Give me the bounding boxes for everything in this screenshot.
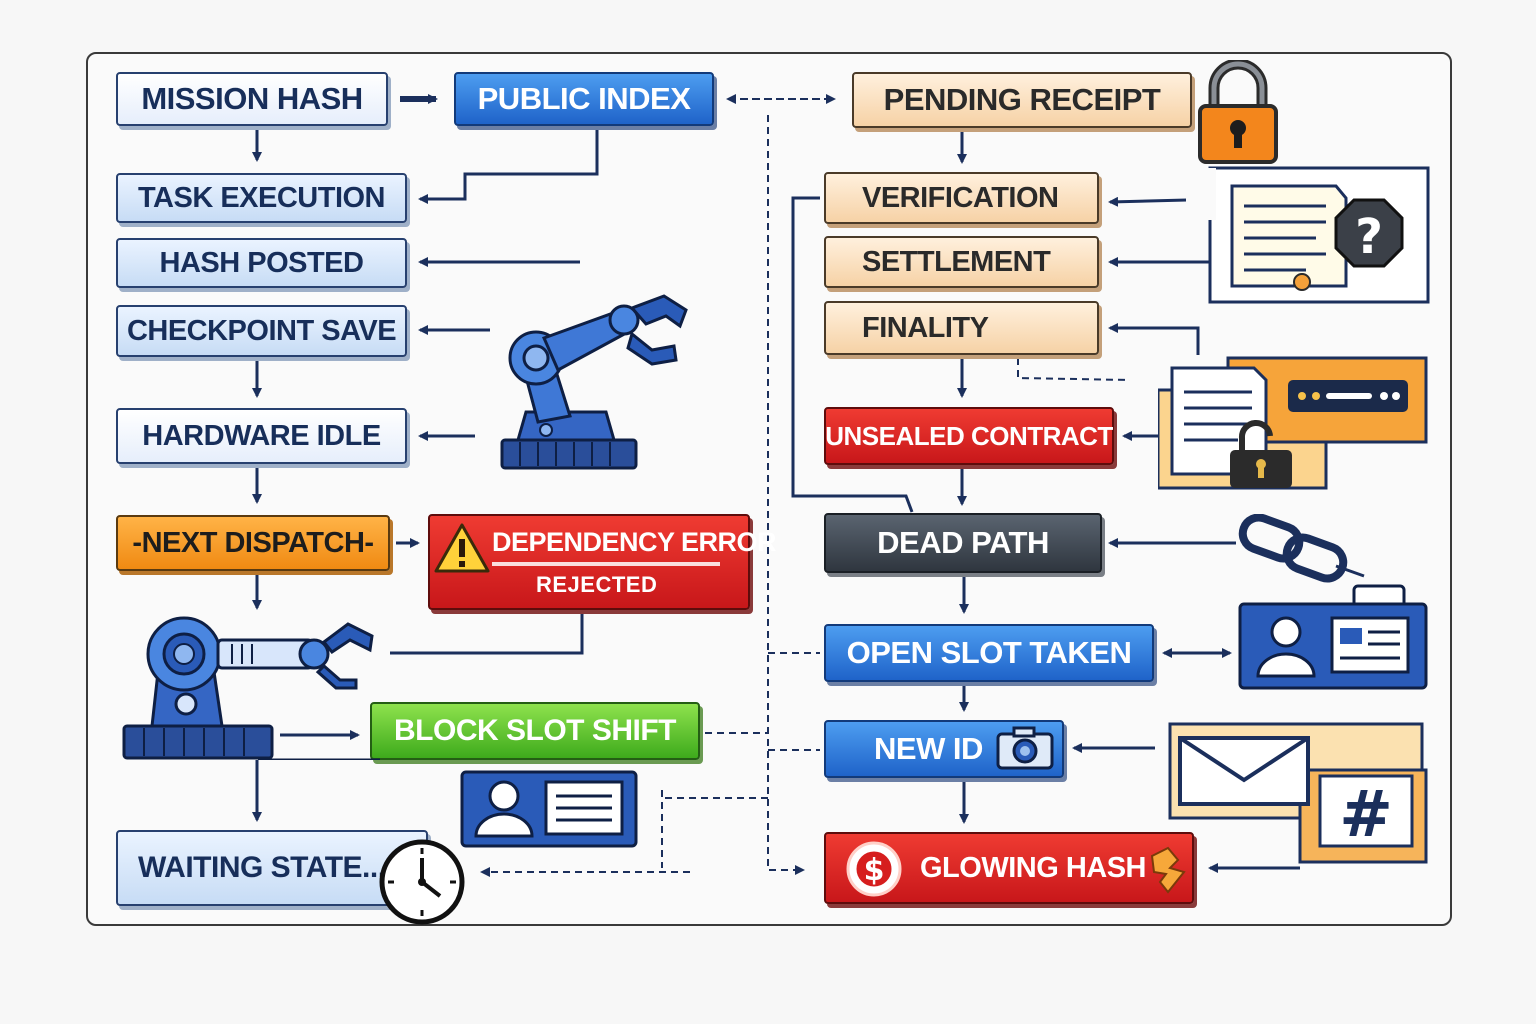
node-block-slot-shift: BLOCK SLOT SHIFT [370, 702, 700, 760]
node-label: -NEXT DISPATCH- [132, 526, 374, 559]
node-label: CHECKPOINT SAVE [126, 314, 397, 347]
id-card-icon [460, 770, 638, 848]
node-dead-path: DEAD PATH [824, 513, 1102, 573]
dollar-coin-icon: $ [846, 841, 902, 897]
node-open-slot-taken: OPEN SLOT TAKEN [824, 624, 1154, 682]
node-label: WAITING STATE... [138, 851, 386, 884]
node-label: TASK EXECUTION [137, 181, 386, 214]
node-label: FINALITY [862, 311, 989, 344]
node-next-dispatch: -NEXT DISPATCH- [116, 515, 390, 571]
node-label: NEW ID [874, 731, 983, 766]
node-label: PENDING RECEIPT [883, 82, 1161, 117]
robot-arm-icon [500, 294, 688, 470]
node-settlement: SETTLEMENT [824, 236, 1099, 288]
node-label: DEAD PATH [877, 525, 1049, 560]
node-sublabel: REJECTED [536, 571, 658, 597]
node-unsealed-contract: UNSEALED CONTRACT [824, 407, 1114, 465]
envelope-hash-icon: # [1168, 722, 1428, 864]
node-checkpoint-save: CHECKPOINT SAVE [116, 305, 407, 357]
node-pending-receipt: PENDING RECEIPT [852, 72, 1192, 128]
node-label: SETTLEMENT [862, 245, 1051, 278]
node-verification: VERIFICATION [824, 172, 1099, 224]
node-label: HARDWARE IDLE [142, 419, 381, 452]
node-waiting-state: WAITING STATE... [116, 830, 428, 906]
node-label: UNSEALED CONTRACT [825, 420, 1113, 451]
node-hardware-idle: HARDWARE IDLE [116, 408, 407, 464]
node-label: HASH POSTED [159, 246, 364, 279]
clock-icon [379, 839, 465, 925]
node-label: MISSION HASH [141, 81, 363, 116]
node-public-index: PUBLIC INDEX [454, 72, 714, 126]
node-label: BLOCK SLOT SHIFT [394, 714, 676, 747]
node-finality: FINALITY [824, 301, 1099, 355]
camera-icon [996, 726, 1054, 770]
node-task-execution: TASK EXECUTION [116, 173, 407, 223]
id-badge-icon [1238, 584, 1428, 690]
chain-link-icon [1238, 514, 1365, 583]
node-label: GLOWING HASH [920, 851, 1147, 884]
divider [492, 561, 720, 566]
node-label: OPEN SLOT TAKEN [846, 635, 1132, 670]
node-hash-posted: HASH POSTED [116, 238, 407, 288]
robot-arm-icon [122, 616, 380, 760]
warning-triangle-icon [434, 523, 490, 573]
node-label: PUBLIC INDEX [477, 81, 691, 116]
svg-text:?: ? [1355, 209, 1383, 265]
padlock-icon [1198, 60, 1278, 164]
node-label: VERIFICATION [862, 181, 1059, 214]
svg-text:$: $ [864, 853, 885, 888]
sparkle-icon [1150, 846, 1186, 894]
node-label: DEPENDENCY ERROR [492, 526, 777, 557]
node-mission-hash: MISSION HASH [116, 72, 388, 126]
contract-padlock-icon [1158, 356, 1428, 490]
document-question-icon: ? [1186, 166, 1430, 304]
svg-text:#: # [1339, 778, 1393, 852]
